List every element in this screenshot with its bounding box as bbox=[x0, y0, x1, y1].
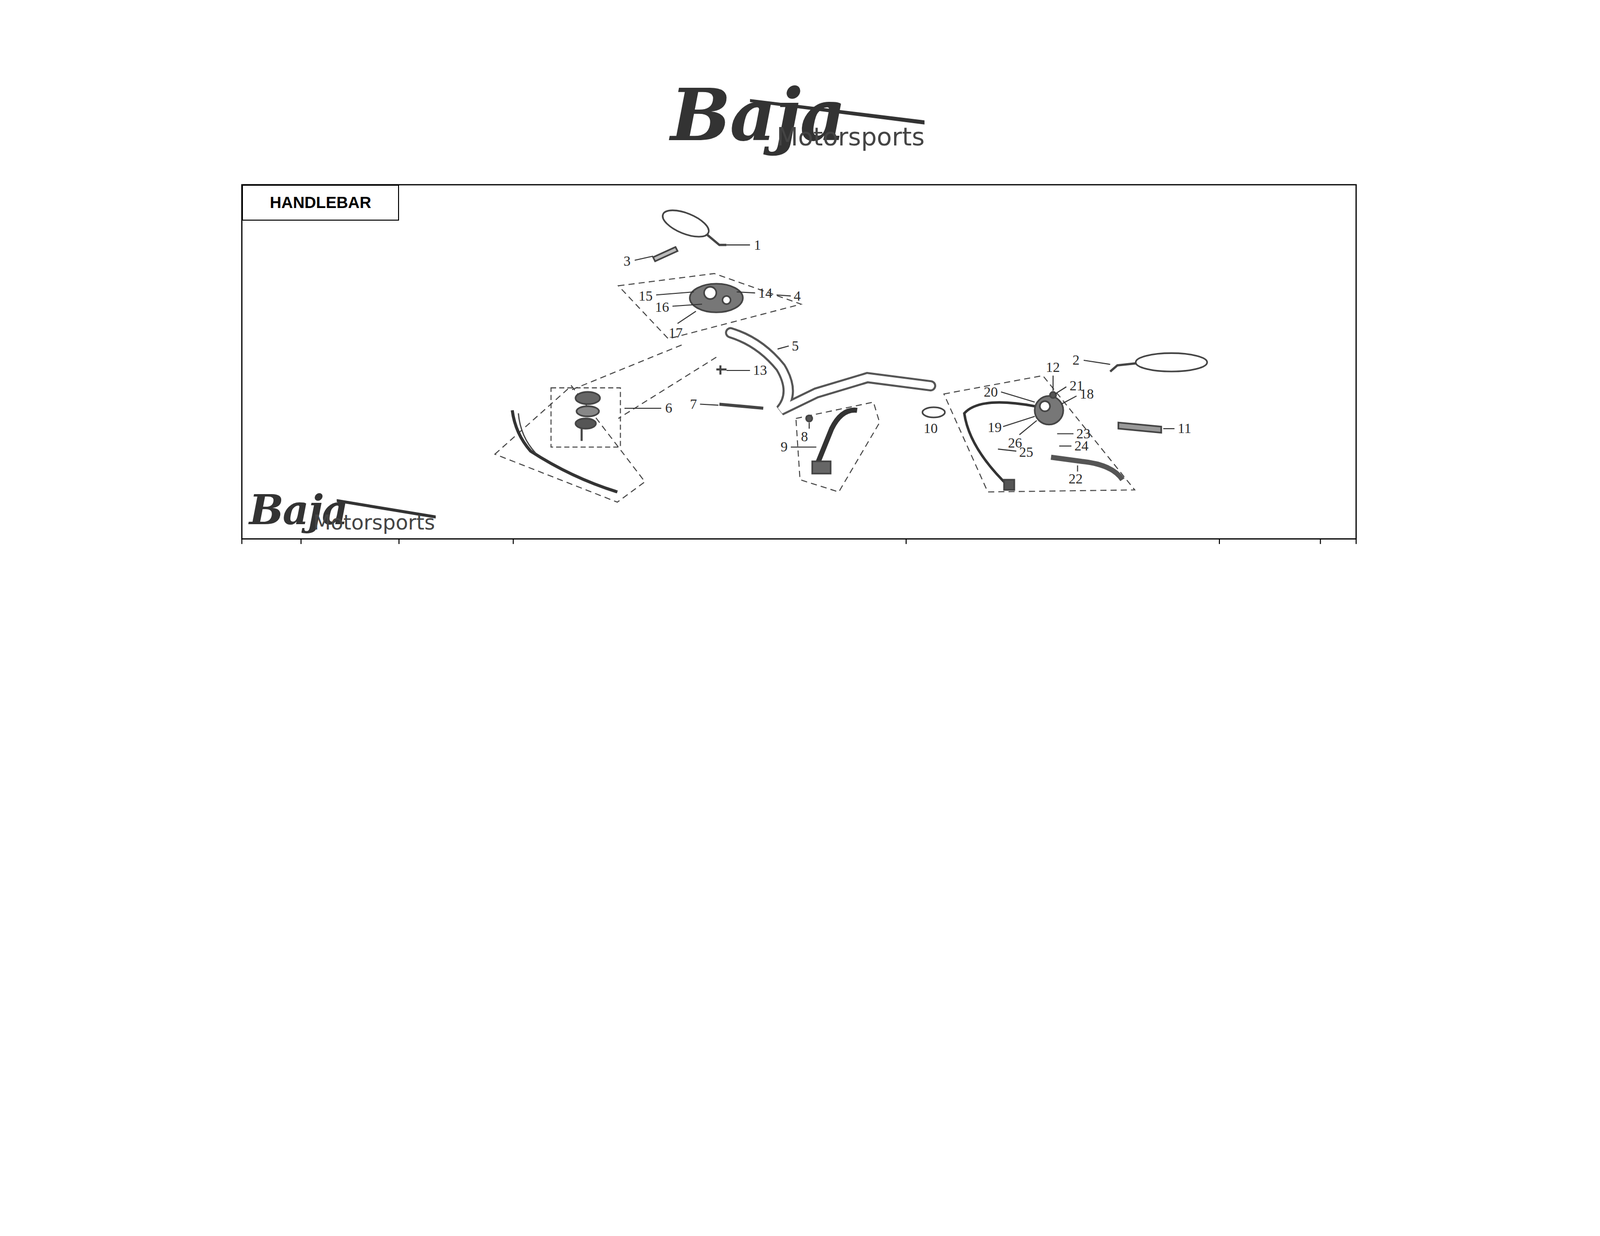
callout-number: 9 bbox=[780, 439, 788, 454]
callout-number: 18 bbox=[1079, 386, 1094, 401]
callout-number: 24 bbox=[1074, 438, 1089, 453]
callout-number: 12 bbox=[1045, 360, 1060, 375]
callout-number: 16 bbox=[655, 300, 670, 315]
section-tab: HANDLEBAR bbox=[241, 184, 400, 221]
callout-number: 6 bbox=[665, 400, 673, 416]
callout-number: 10 bbox=[923, 421, 938, 436]
callout-number: 14 bbox=[758, 286, 773, 301]
callout-number: 3 bbox=[623, 254, 631, 269]
callout-number: 1 bbox=[753, 238, 762, 253]
callout-number: 8 bbox=[800, 429, 809, 444]
callout-number: 20 bbox=[983, 384, 998, 400]
callout-number: 25 bbox=[1019, 445, 1034, 460]
callout-number: 13 bbox=[752, 363, 768, 378]
callout-number: 11 bbox=[1177, 421, 1192, 436]
section-title: HANDLEBAR bbox=[270, 193, 372, 212]
callout-number: 2 bbox=[1072, 352, 1080, 368]
callout-number: 7 bbox=[689, 397, 698, 412]
callout-number: 15 bbox=[638, 288, 653, 304]
brand-logo: Motorsports bbox=[776, 124, 925, 150]
callout-number: 19 bbox=[987, 420, 1002, 435]
callout-number: 4 bbox=[793, 288, 801, 304]
callout-number: 17 bbox=[668, 325, 683, 340]
brand-logo: Motorsports bbox=[313, 512, 435, 533]
callout-number: 5 bbox=[791, 338, 800, 353]
callout-number: 22 bbox=[1068, 471, 1083, 486]
